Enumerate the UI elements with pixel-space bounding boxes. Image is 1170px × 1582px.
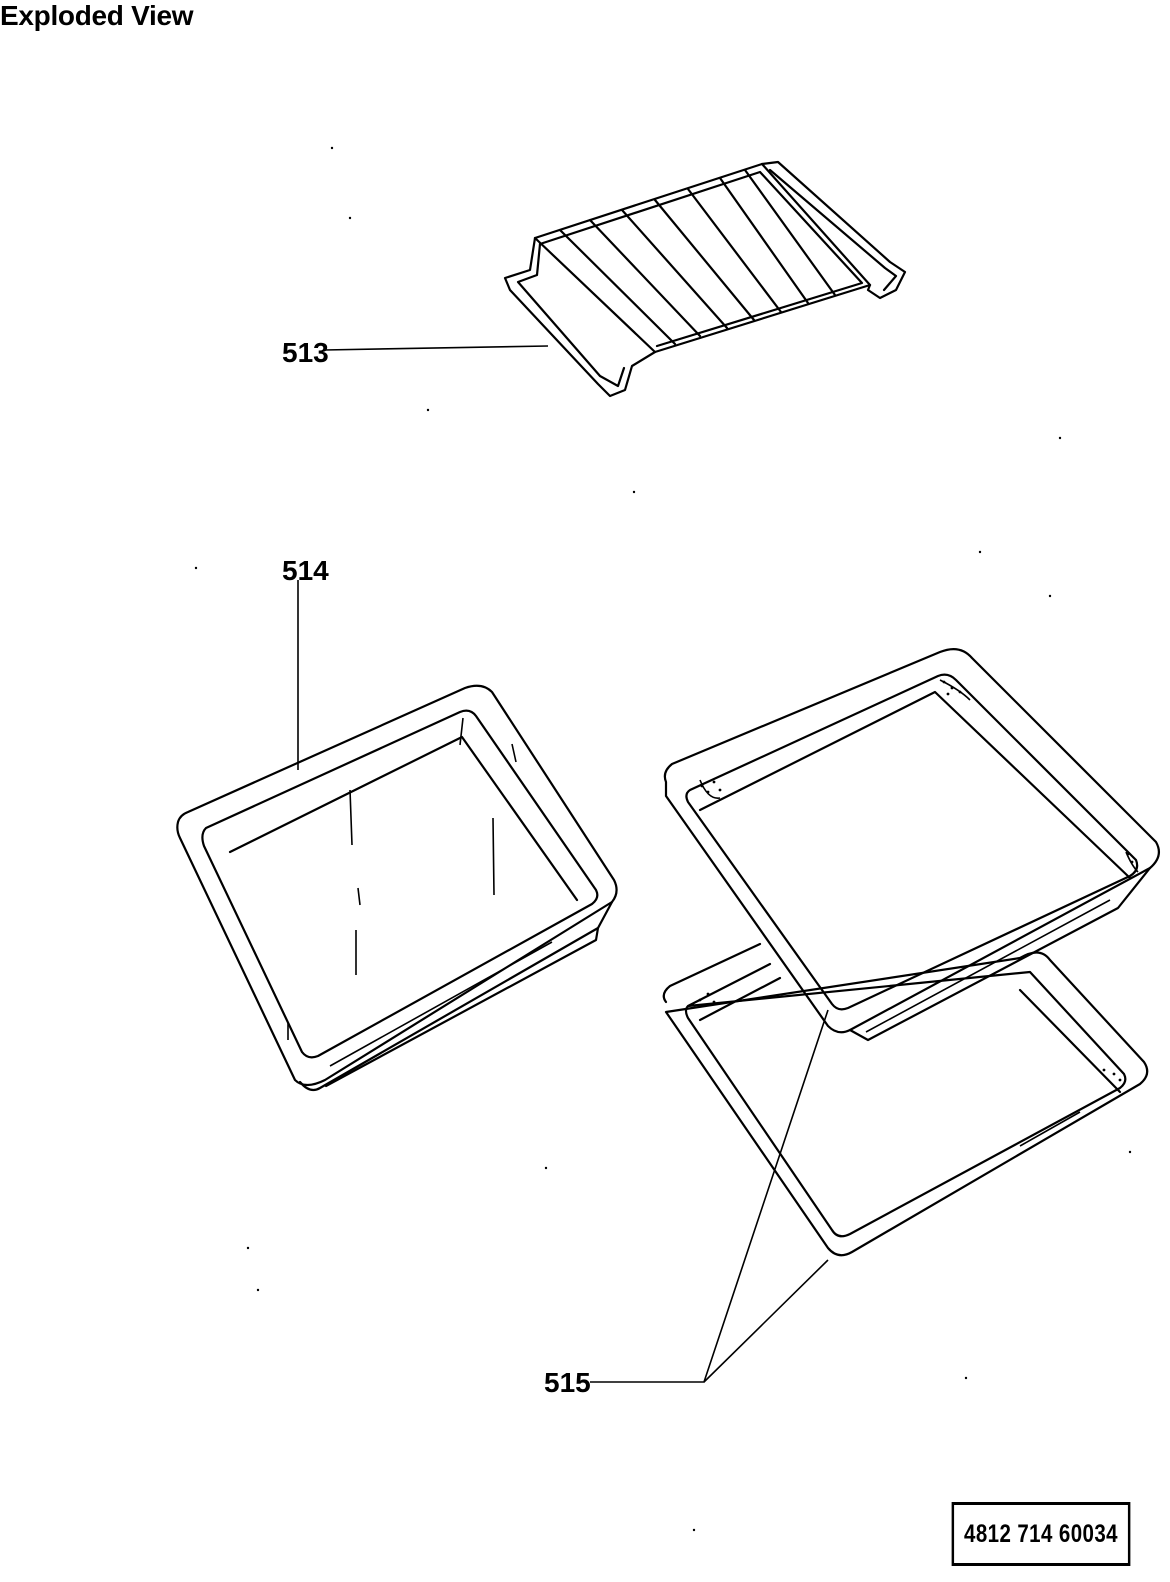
callout-515: 515 [544, 1367, 591, 1398]
page-title: Exploded View [0, 0, 194, 31]
part-number-box: 4812 714 60034 [951, 1502, 1131, 1566]
callout-514: 514 [282, 555, 329, 586]
wire-rack-513 [503, 160, 907, 398]
tray-texture [698, 680, 1134, 1082]
baking-tray-515-upper [663, 647, 1161, 1042]
leader-lines [297, 345, 829, 1383]
callout-513: 513 [282, 337, 329, 368]
deep-pan-514 [176, 684, 618, 1092]
baking-tray-515-lower [662, 942, 1149, 1257]
scan-specks [194, 146, 1132, 1532]
